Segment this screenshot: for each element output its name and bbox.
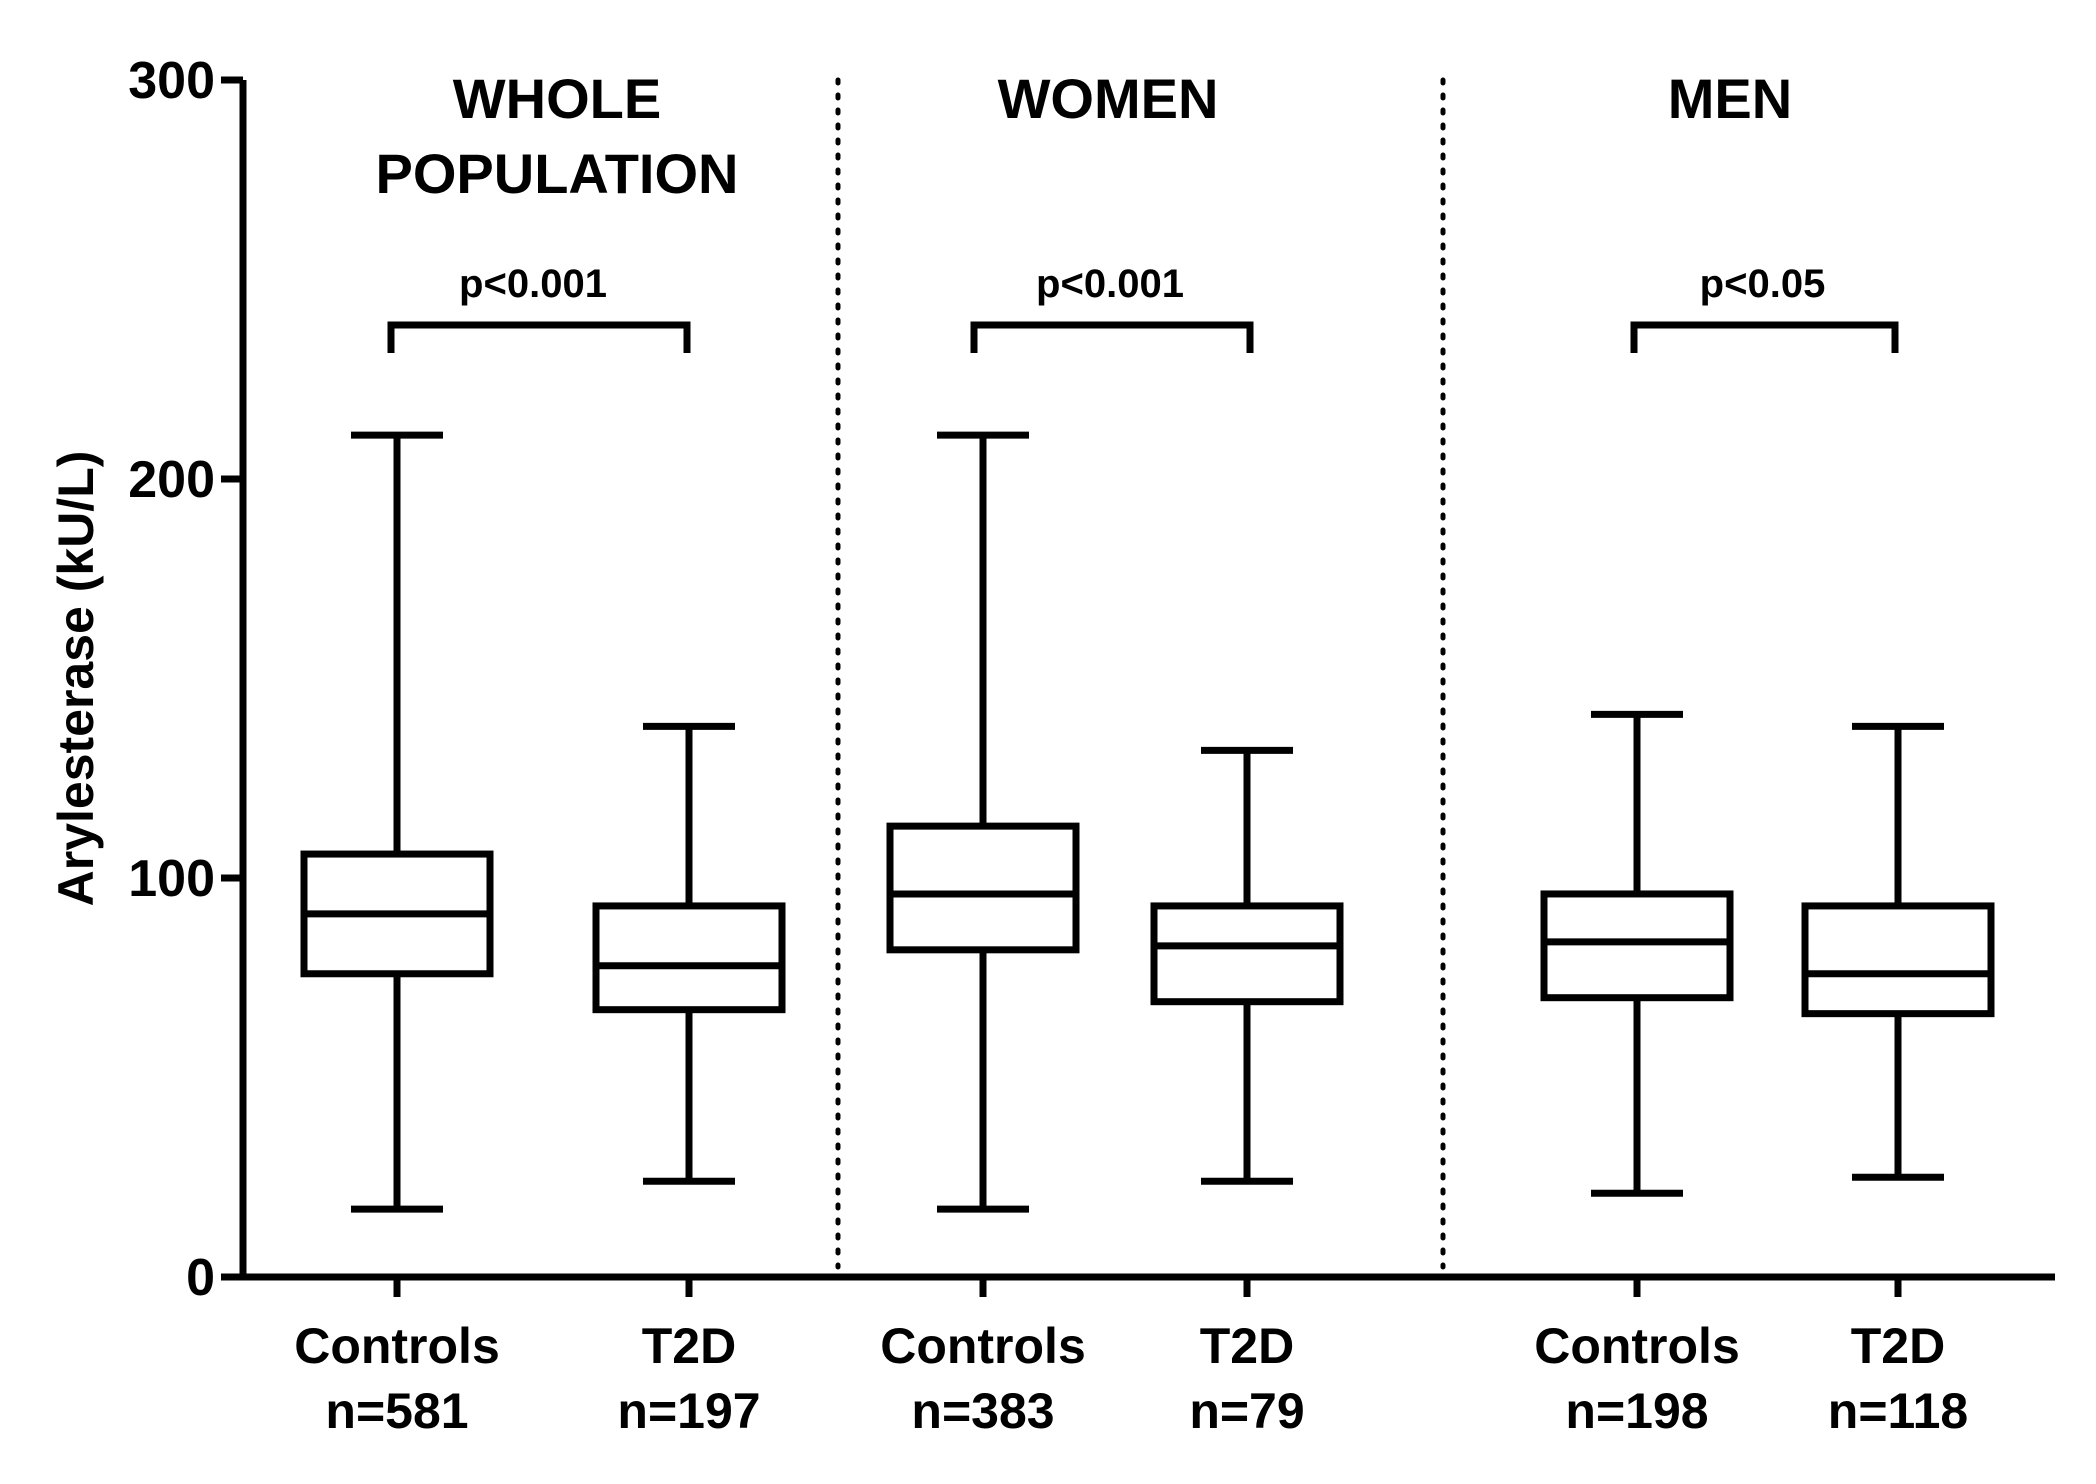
significance-bracket bbox=[387, 321, 691, 353]
panel-title: WOMEN bbox=[998, 67, 1219, 130]
sample-size-label: n=197 bbox=[617, 1383, 760, 1439]
y-tick-label: 0 bbox=[186, 1249, 215, 1307]
panel-title: WHOLE bbox=[453, 67, 661, 130]
iqr-box bbox=[886, 822, 1080, 954]
sample-size-label: n=383 bbox=[911, 1383, 1054, 1439]
sample-size-label: n=79 bbox=[1189, 1383, 1304, 1439]
x-tick-label: T2D bbox=[1851, 1318, 1945, 1374]
panel-title: POPULATION bbox=[376, 142, 739, 205]
y-tick-label: 100 bbox=[128, 850, 215, 908]
significance-bracket bbox=[970, 321, 1254, 353]
sample-size-label: n=198 bbox=[1565, 1383, 1708, 1439]
iqr-box bbox=[592, 902, 786, 1014]
sample-size-label: n=118 bbox=[1828, 1383, 1968, 1439]
y-axis-label: Arylesterase (kU/L) bbox=[48, 451, 104, 907]
p-value-label: p<0.001 bbox=[459, 262, 607, 306]
sample-size-label: n=581 bbox=[325, 1383, 468, 1439]
x-tick-label: T2D bbox=[642, 1318, 736, 1374]
iqr-box bbox=[1540, 890, 1734, 1002]
p-value-label: p<0.05 bbox=[1700, 262, 1826, 306]
y-tick-label: 300 bbox=[128, 52, 215, 110]
iqr-box bbox=[1801, 902, 1995, 1018]
iqr-box bbox=[1150, 902, 1344, 1006]
significance-bracket bbox=[1630, 321, 1899, 353]
p-value-label: p<0.001 bbox=[1036, 262, 1184, 306]
x-tick-label: Controls bbox=[294, 1318, 500, 1374]
panel-title: MEN bbox=[1668, 67, 1792, 130]
x-tick-label: Controls bbox=[1534, 1318, 1740, 1374]
x-tick-label: Controls bbox=[880, 1318, 1086, 1374]
y-tick-label: 200 bbox=[128, 451, 215, 509]
x-tick-label: T2D bbox=[1200, 1318, 1294, 1374]
